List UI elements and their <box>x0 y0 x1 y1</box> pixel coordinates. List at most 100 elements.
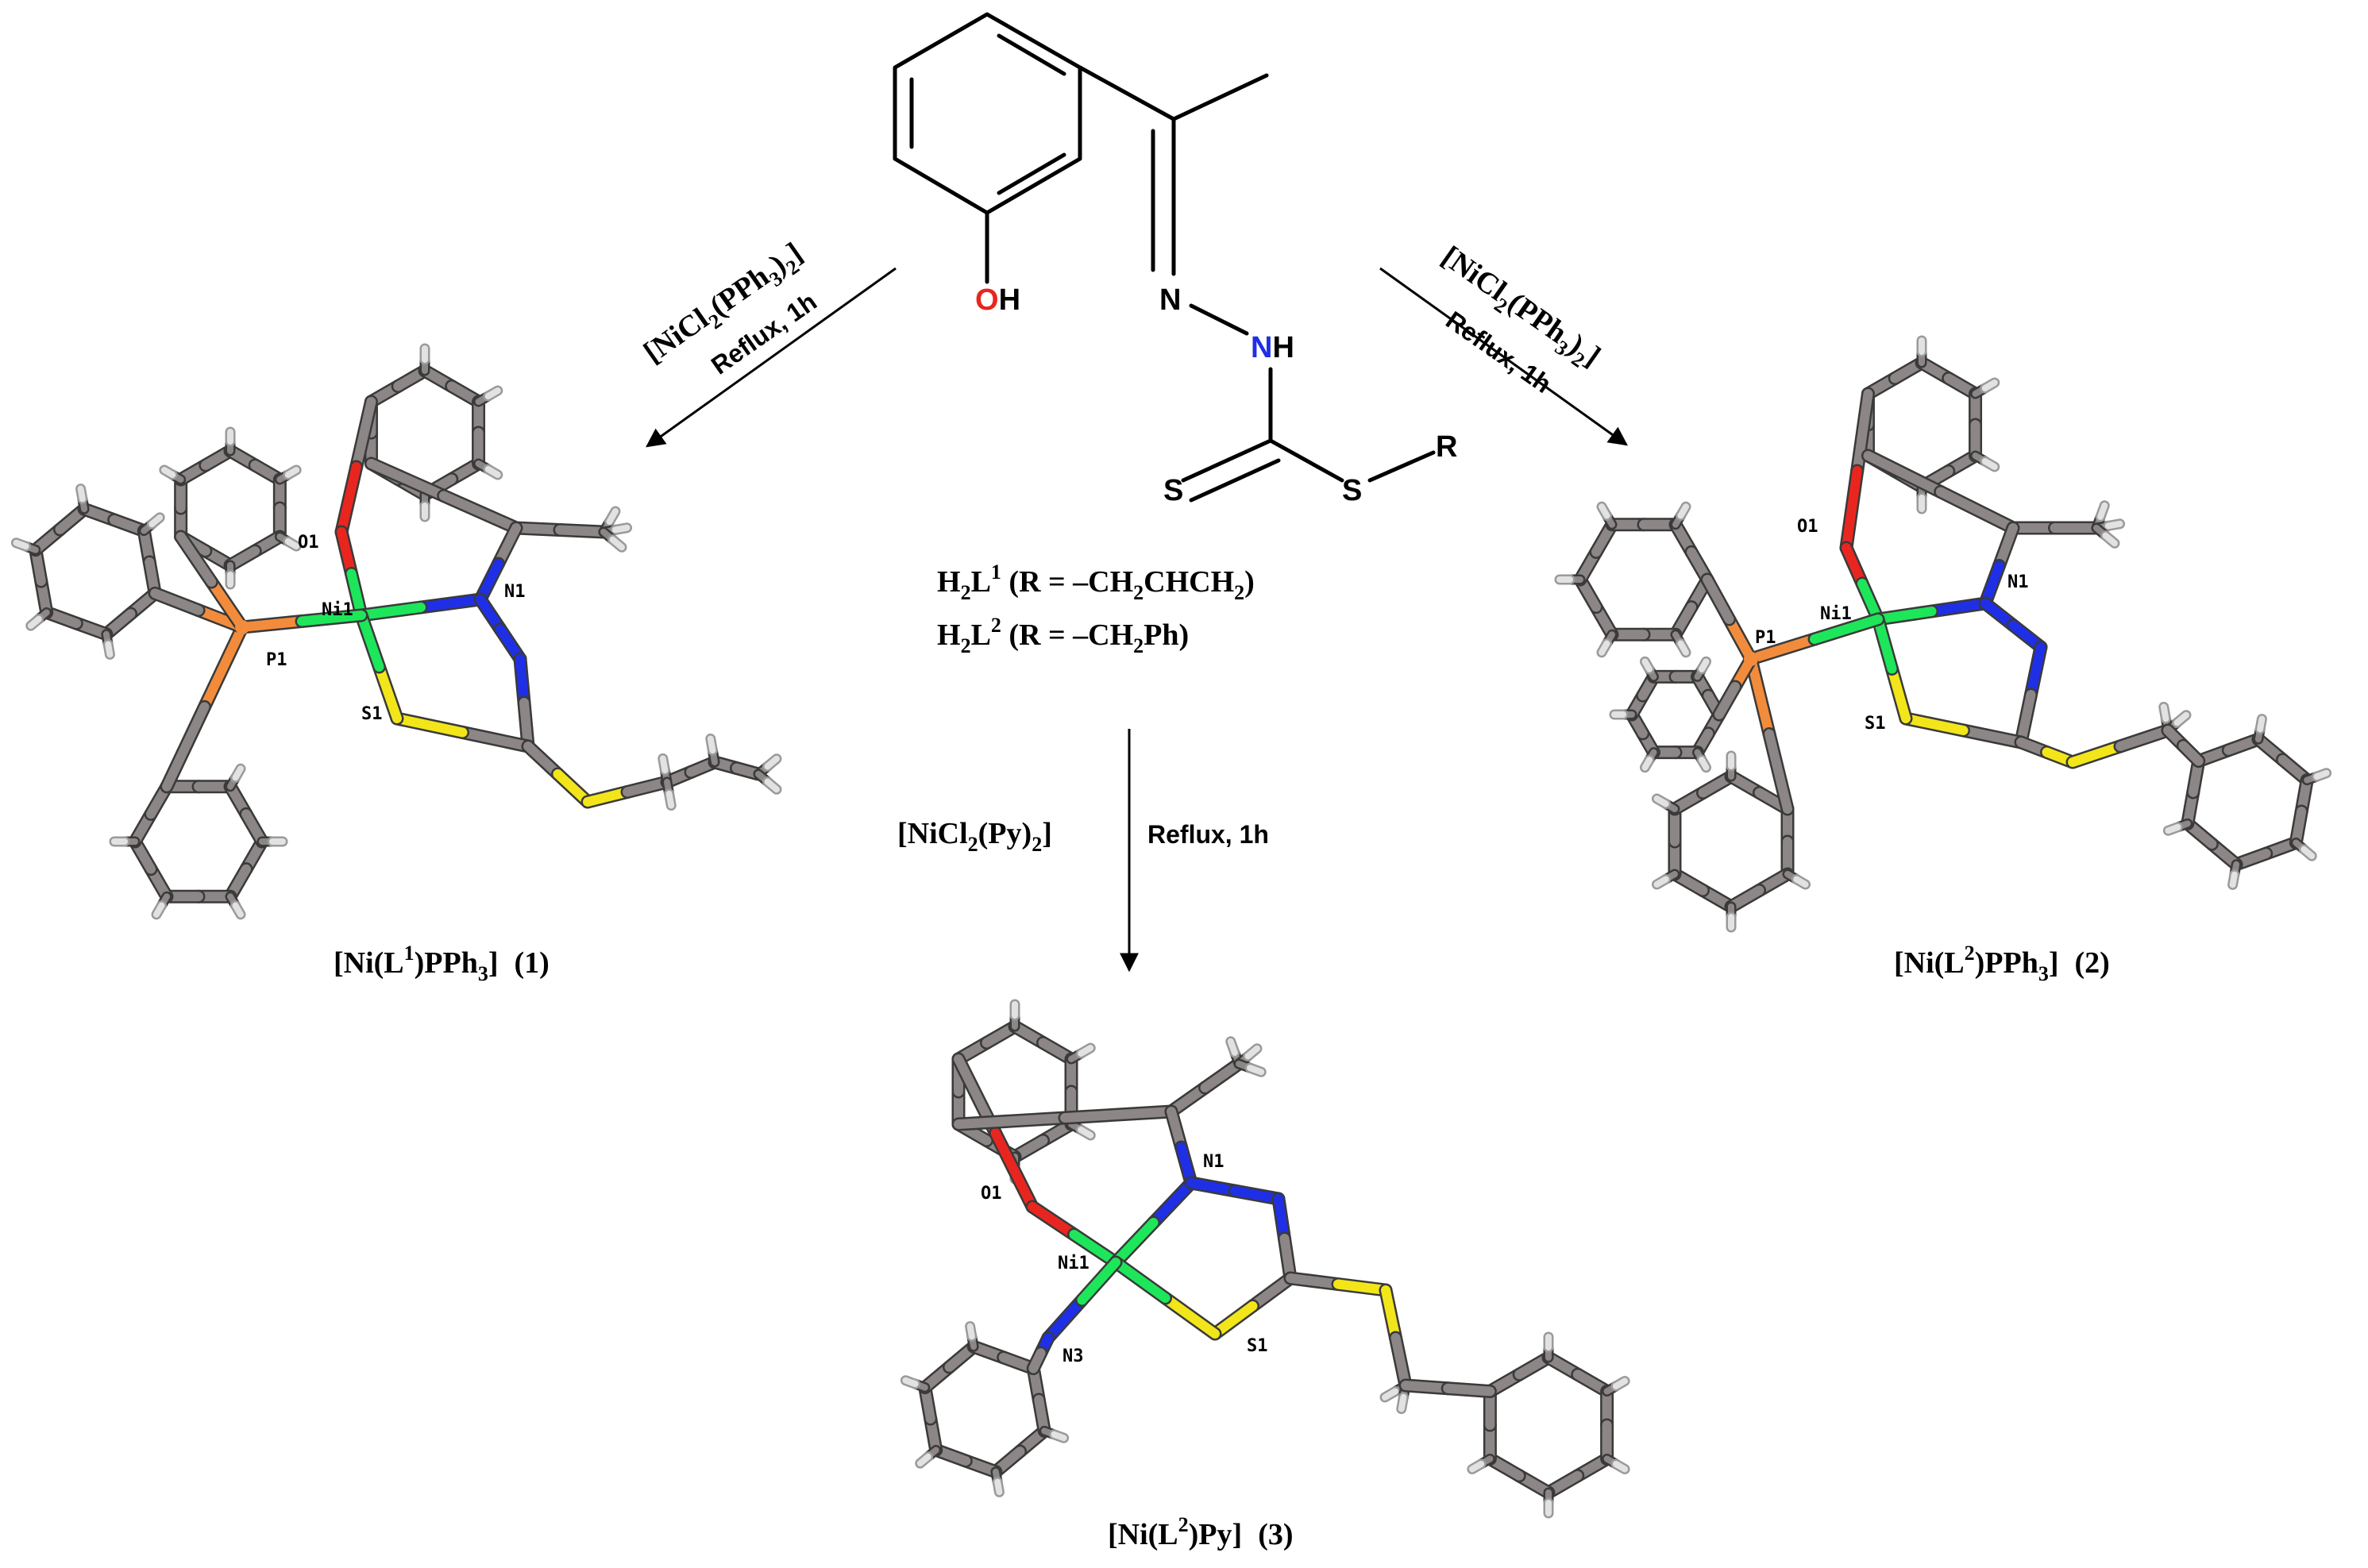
bond-c <box>1200 1059 1244 1092</box>
bond-h <box>2160 703 2169 722</box>
bond-ni <box>297 611 366 626</box>
bond-h <box>232 902 244 918</box>
bond-c <box>2291 807 2307 848</box>
complex-2-atom-labels: O1 Ni1 N1 P1 S1 <box>1755 517 2029 734</box>
svg-text:NH: NH <box>1251 331 1294 364</box>
atom-label-n3: N3 <box>1063 1346 1084 1366</box>
bond-h <box>707 735 716 754</box>
nh-nitrogen-label: N <box>1251 331 1272 364</box>
bond-h <box>902 1377 919 1388</box>
bond-h <box>1653 876 1669 888</box>
bond-h <box>1981 379 1998 391</box>
bond-n <box>416 595 485 612</box>
bond-h <box>1244 1045 1260 1060</box>
bond-c <box>1764 729 1793 814</box>
bond-c <box>1726 885 1764 911</box>
bond-c <box>1935 487 2018 533</box>
bond-c <box>2115 726 2173 751</box>
atom-label-o1: O1 <box>981 1184 1002 1204</box>
bond-h <box>1468 1461 1485 1473</box>
down-condition-label: Reflux, 1h <box>1147 820 1269 849</box>
bond-o <box>337 462 361 537</box>
bond-h <box>1051 1431 1067 1442</box>
bond-ni <box>1111 1258 1171 1303</box>
bond-p <box>199 622 247 712</box>
bond-ni <box>1873 607 1937 624</box>
bond-o <box>990 1128 1037 1212</box>
bond-c <box>1443 1383 1495 1397</box>
bond-h <box>27 615 42 630</box>
bond-h <box>966 1323 975 1340</box>
bond-h <box>764 755 780 770</box>
oh-oxygen-label: O <box>975 283 999 317</box>
crystal-structure-complex-2 <box>1554 335 2332 933</box>
bond-s <box>2068 742 2125 767</box>
atom-label-o1: O1 <box>1797 517 1818 537</box>
nh-hydrogen-label: H <box>1272 331 1294 364</box>
bond-h <box>1677 640 1689 656</box>
imine-nitrogen-label: N <box>1159 283 1181 317</box>
bond-n <box>1926 599 1990 616</box>
bond-c <box>953 1113 1070 1129</box>
complex-2-name: [Ni(L2)PPh3](2) <box>1894 942 2110 985</box>
phosphorus-atom <box>235 620 249 634</box>
atom-label-s1: S1 <box>1865 714 1886 734</box>
bond-h <box>1078 1127 1094 1138</box>
bond-h <box>484 387 501 399</box>
bond-h <box>1227 1038 1238 1056</box>
ligand-definitions: H2L1 (R = –CH2CHCH2) H2L2 (R = –CH2Ph) <box>937 561 1255 657</box>
bond-h <box>105 641 114 658</box>
bond-s <box>1210 1301 1258 1339</box>
bond-h <box>1398 1393 1407 1412</box>
atom-label-p1: P1 <box>266 650 287 670</box>
bond-h <box>1612 1377 1629 1389</box>
bond-n <box>1148 1178 1196 1227</box>
complex-1-name: [Ni(L1)PPh3](1) <box>334 942 550 985</box>
bond-ni <box>1111 1218 1159 1267</box>
bond-c <box>1248 1273 1295 1311</box>
bond-o <box>337 527 357 579</box>
bond-h <box>611 524 631 534</box>
bond-c <box>457 727 533 751</box>
bond-h <box>916 1453 931 1467</box>
ligand-atom-labels: OH N NH S S R <box>975 283 1457 507</box>
left-reaction-arrow <box>646 267 897 448</box>
bond-c <box>1034 1394 1050 1436</box>
ligand-structure <box>893 12 1436 503</box>
bond-ni <box>1077 1258 1120 1305</box>
bond-h <box>484 466 501 478</box>
bond-s <box>553 769 592 807</box>
bond-h <box>1641 658 1653 672</box>
bond-h <box>1677 503 1689 519</box>
bond-c <box>623 777 672 797</box>
svg-text:OH: OH <box>975 283 1020 317</box>
bond-h <box>2313 769 2330 780</box>
bond-h <box>1599 640 1610 656</box>
bond-s <box>392 714 468 738</box>
r-group-label: R <box>1436 430 1457 464</box>
bond-c <box>1958 726 2026 747</box>
bond-h <box>1699 757 1710 771</box>
bond-ni <box>357 603 426 620</box>
bond-h <box>77 485 86 503</box>
atom-label-n1: N1 <box>2007 572 2029 592</box>
aromatic-double-bond <box>997 152 1066 195</box>
bond-p <box>237 616 307 632</box>
atom-label-ni1: Ni1 <box>322 600 353 620</box>
bond-c <box>1286 1273 1343 1289</box>
bond-s <box>1333 1279 1390 1295</box>
bond-s <box>374 662 402 723</box>
bond-c <box>241 809 267 846</box>
bond-c <box>1863 451 1946 497</box>
bond-h <box>1612 1461 1629 1473</box>
crystal-structure-complex-1 <box>10 343 782 920</box>
bond-ni <box>1873 614 1897 674</box>
bond-c <box>366 459 449 501</box>
bond-h <box>1641 757 1653 771</box>
atom-label-s1: S1 <box>361 704 383 724</box>
phosphorus-atom <box>1744 652 1758 666</box>
bond-p <box>1746 634 1819 664</box>
bond-h <box>284 538 300 549</box>
bond-s <box>1160 1293 1220 1339</box>
